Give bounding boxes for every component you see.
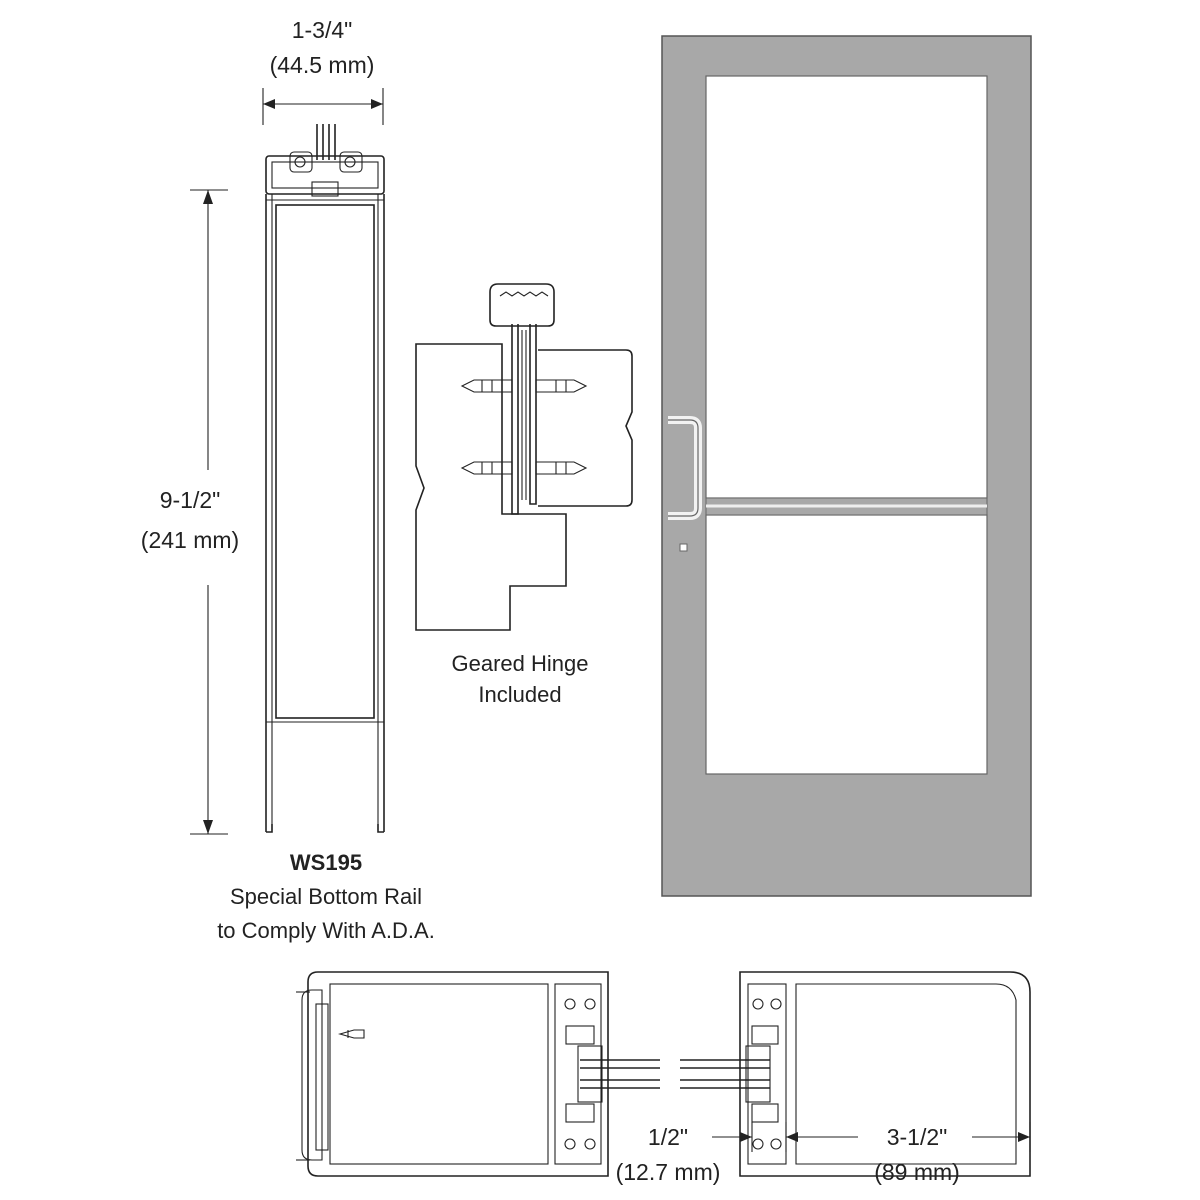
hinge-label-line-2: Included [478,682,561,707]
gap-dimension: 1/2" (12.7 mm) [616,1122,753,1185]
stile-imperial-label: 3-1/2" [887,1124,948,1150]
door-lock-cylinder [679,543,688,552]
rail-desc-line-1: Special Bottom Rail [230,884,422,909]
geared-hinge-detail: Geared Hinge Included [415,283,633,707]
door-lower-glass [705,514,988,775]
stile-dimension: 3-1/2" (89 mm) [785,1122,1031,1185]
plan-section [296,971,1031,1177]
gap-metric-label: (12.7 mm) [616,1159,721,1185]
width-dimension: 1-3/4" (44.5 mm) [262,17,384,125]
hinge-label-line-1: Geared Hinge [452,651,589,676]
width-imperial-label: 1-3/4" [292,17,353,43]
rail-height-imperial-label: 9-1/2" [160,487,221,513]
rail-desc-line-2: to Comply With A.D.A. [217,918,435,943]
bottom-rail-section [265,124,385,833]
door-upper-glass [705,75,988,499]
gap-imperial-label: 1/2" [648,1124,688,1150]
rail-height-dimension: 9-1/2" (241 mm) [141,189,239,835]
door-elevation [661,35,1032,897]
rail-height-metric-label: (241 mm) [141,527,239,553]
width-metric-label: (44.5 mm) [270,52,375,78]
rail-caption: WS195 Special Bottom Rail to Comply With… [217,850,435,943]
stile-metric-label: (89 mm) [874,1159,960,1185]
rail-code-label: WS195 [290,850,362,875]
